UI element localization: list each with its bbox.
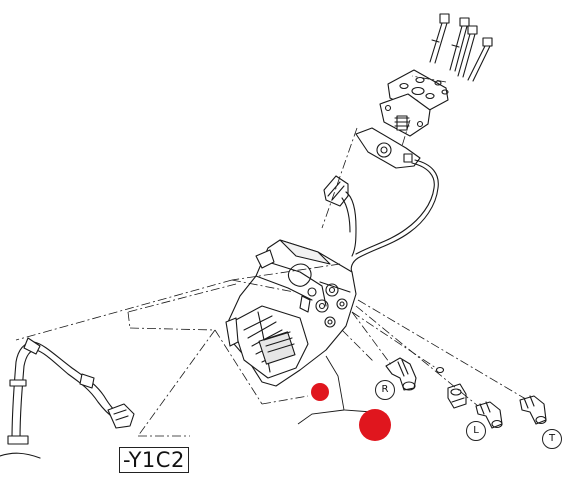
small-red-marker[interactable] (311, 383, 329, 401)
mounting-bolts (429, 13, 493, 82)
pipe-assembly (0, 337, 135, 459)
port-label-l: L (466, 421, 486, 441)
adapter-plate (355, 127, 421, 169)
fitting-elbow-t (519, 395, 547, 425)
port-label-r: R (375, 380, 395, 400)
part-label-y1c2: -Y1C2 (119, 447, 189, 473)
marker-leader-lines (297, 355, 373, 425)
motor-flange (379, 93, 431, 137)
large-red-marker[interactable] (359, 409, 391, 441)
port-label-t: T (542, 429, 562, 449)
sensor-connector (323, 175, 357, 257)
sensor-cable (350, 159, 439, 273)
fitting-elbow-r (385, 357, 417, 391)
assembly-leader-lines (15, 75, 525, 437)
fitting-elbow-l (475, 401, 503, 429)
fitting-nut (435, 366, 467, 409)
valve-block (225, 239, 357, 387)
